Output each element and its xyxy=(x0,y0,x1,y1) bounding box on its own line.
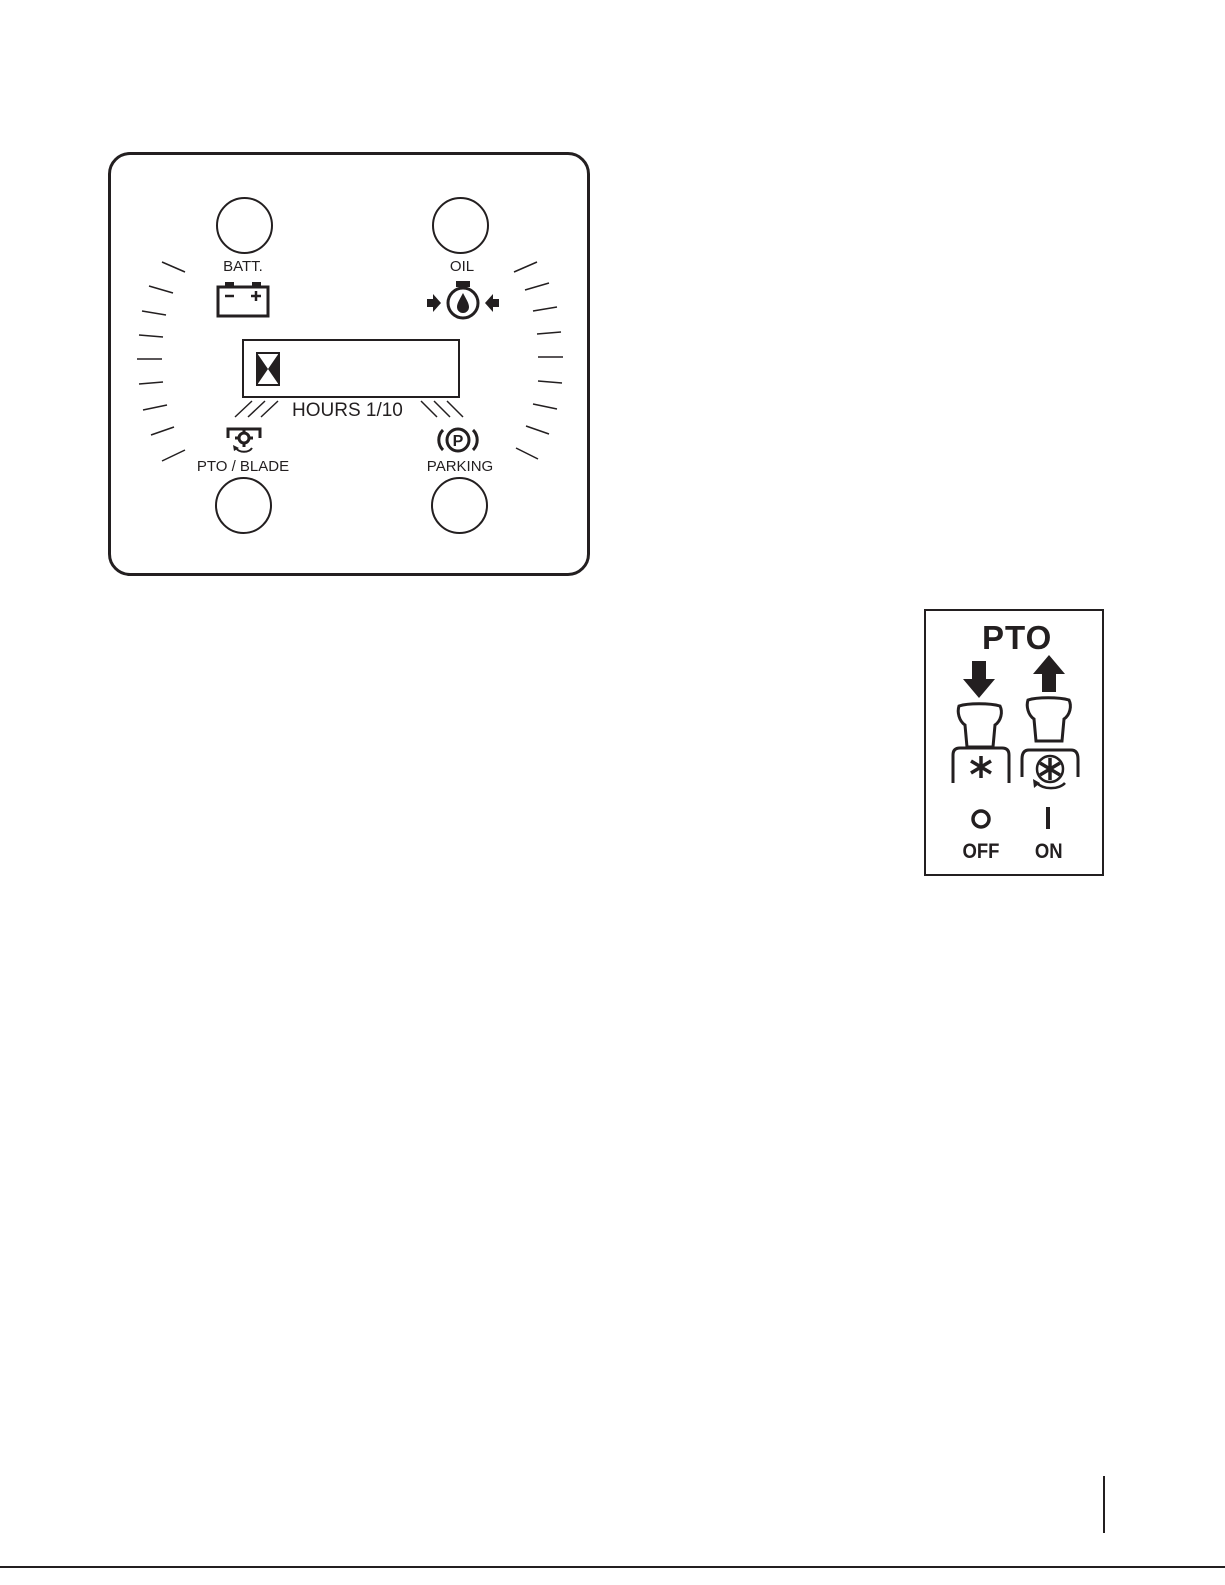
on-symbol xyxy=(1046,807,1050,829)
pto-knob-icon xyxy=(950,703,1012,785)
parking-label: PARKING xyxy=(410,458,510,476)
pto-on-label: ON xyxy=(1035,840,1063,864)
oil-pressure-icon xyxy=(424,280,502,322)
battery-icon xyxy=(216,281,270,319)
oil-label: OIL xyxy=(422,258,502,276)
pto-off-label: OFF xyxy=(963,840,1000,864)
page-margin-rule xyxy=(1103,1476,1105,1533)
pto-blade-icon xyxy=(224,424,264,458)
parking-brake-icon: P xyxy=(436,425,480,455)
arrow-up-icon xyxy=(1032,655,1066,693)
pto-blade-label: PTO / BLADE xyxy=(183,458,303,476)
hour-meter-label: HOURS 1/10 xyxy=(292,400,403,422)
off-symbol-icon xyxy=(970,808,992,830)
oil-lamp xyxy=(432,197,489,254)
page-bottom-rule xyxy=(0,1566,1225,1568)
battery-label: BATT. xyxy=(203,258,283,276)
hourglass-icon xyxy=(256,352,280,386)
arrow-down-icon xyxy=(962,661,996,699)
pto-blade-lamp xyxy=(215,477,272,534)
parking-lamp xyxy=(431,477,488,534)
blade-engaged-icon xyxy=(1019,697,1081,797)
svg-text:P: P xyxy=(453,433,464,450)
pto-title: PTO xyxy=(982,620,1052,656)
battery-lamp xyxy=(216,197,273,254)
